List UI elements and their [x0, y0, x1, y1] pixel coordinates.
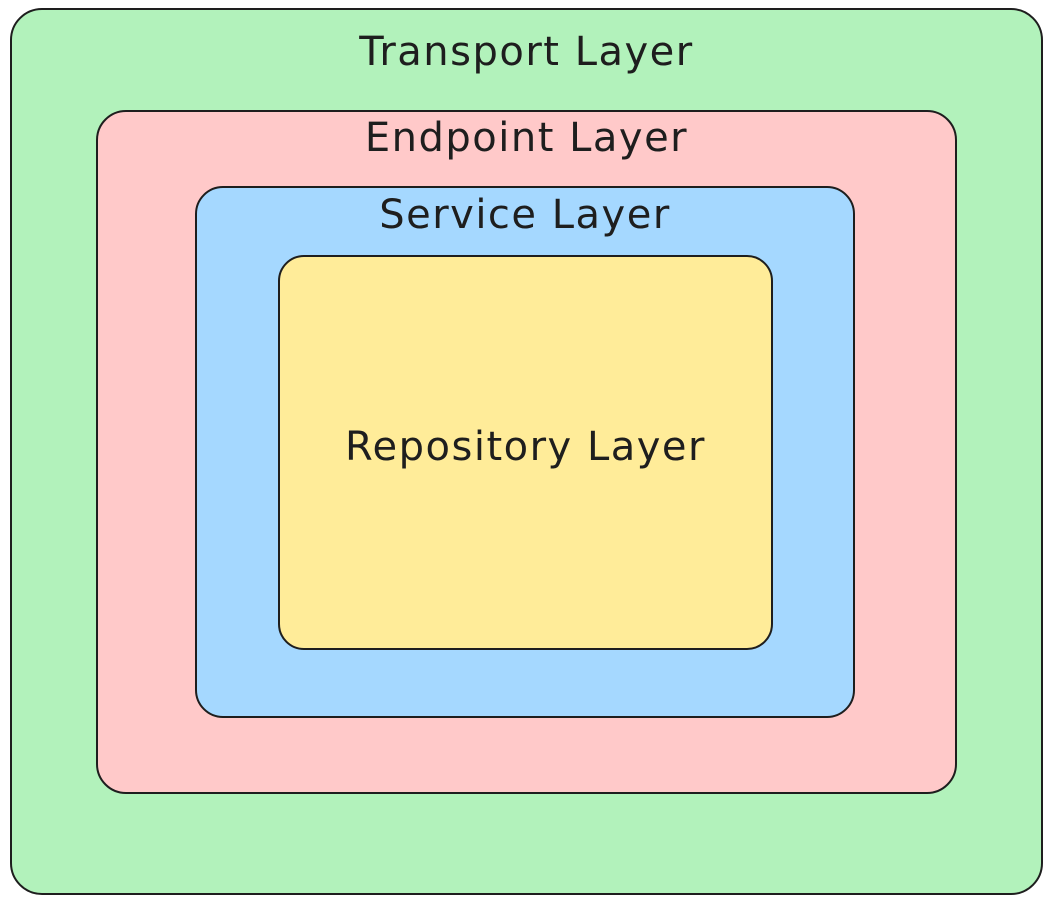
layer-transport-label: Transport Layer	[359, 29, 694, 75]
layer-endpoint-label: Endpoint Layer	[364, 115, 689, 161]
layer-repository-label: Repository Layer	[345, 423, 706, 470]
layer-service-label: Service Layer	[379, 192, 671, 238]
layer-transport: Transport Layer Endpoint Layer Service L…	[10, 8, 1043, 895]
layer-repository: Repository Layer	[278, 255, 773, 650]
layer-service: Service Layer Repository Layer	[195, 186, 855, 718]
layer-endpoint: Endpoint Layer Service Layer Repository …	[96, 110, 957, 794]
